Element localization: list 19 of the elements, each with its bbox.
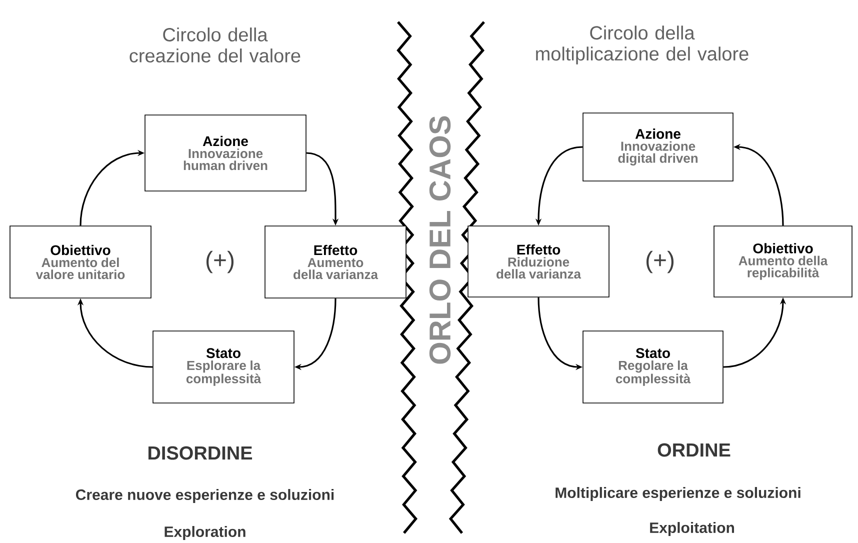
section-title: Circolo della creazione del valore (130, 28, 300, 62)
process-box: Effetto Aumento della varianza (264, 226, 406, 298)
process-box: Obiettivo Aumento della replicabilità (714, 226, 852, 298)
caption-text: Moltiplicare esperienze e soluzioni (556, 487, 800, 501)
process-box: Stato Esplorare la complessità (152, 330, 294, 404)
caption-text: Exploitation (650, 522, 734, 536)
section-heading: ORDINE (658, 443, 730, 457)
process-box: Stato Regolare la complessità (582, 330, 724, 404)
process-box: Obiettivo Aumento del valore unitario (10, 226, 152, 298)
vertical-title: ORLO DEL CAOS (429, 116, 451, 364)
section-heading: DISORDINE (148, 446, 252, 460)
section-title: Circolo della moltiplicazione del valore (536, 26, 748, 64)
plus-sign: (+) (206, 250, 234, 274)
process-box: Effetto Riduzione della varianza (468, 226, 610, 298)
process-box: Azione Innovazione digital driven (582, 112, 734, 182)
caption-text: Exploration (164, 526, 246, 540)
caption-text: Creare nuove esperienze e soluzioni (76, 489, 334, 503)
process-box: Azione Innovazione human driven (144, 114, 306, 192)
plus-sign: (+) (646, 250, 674, 274)
